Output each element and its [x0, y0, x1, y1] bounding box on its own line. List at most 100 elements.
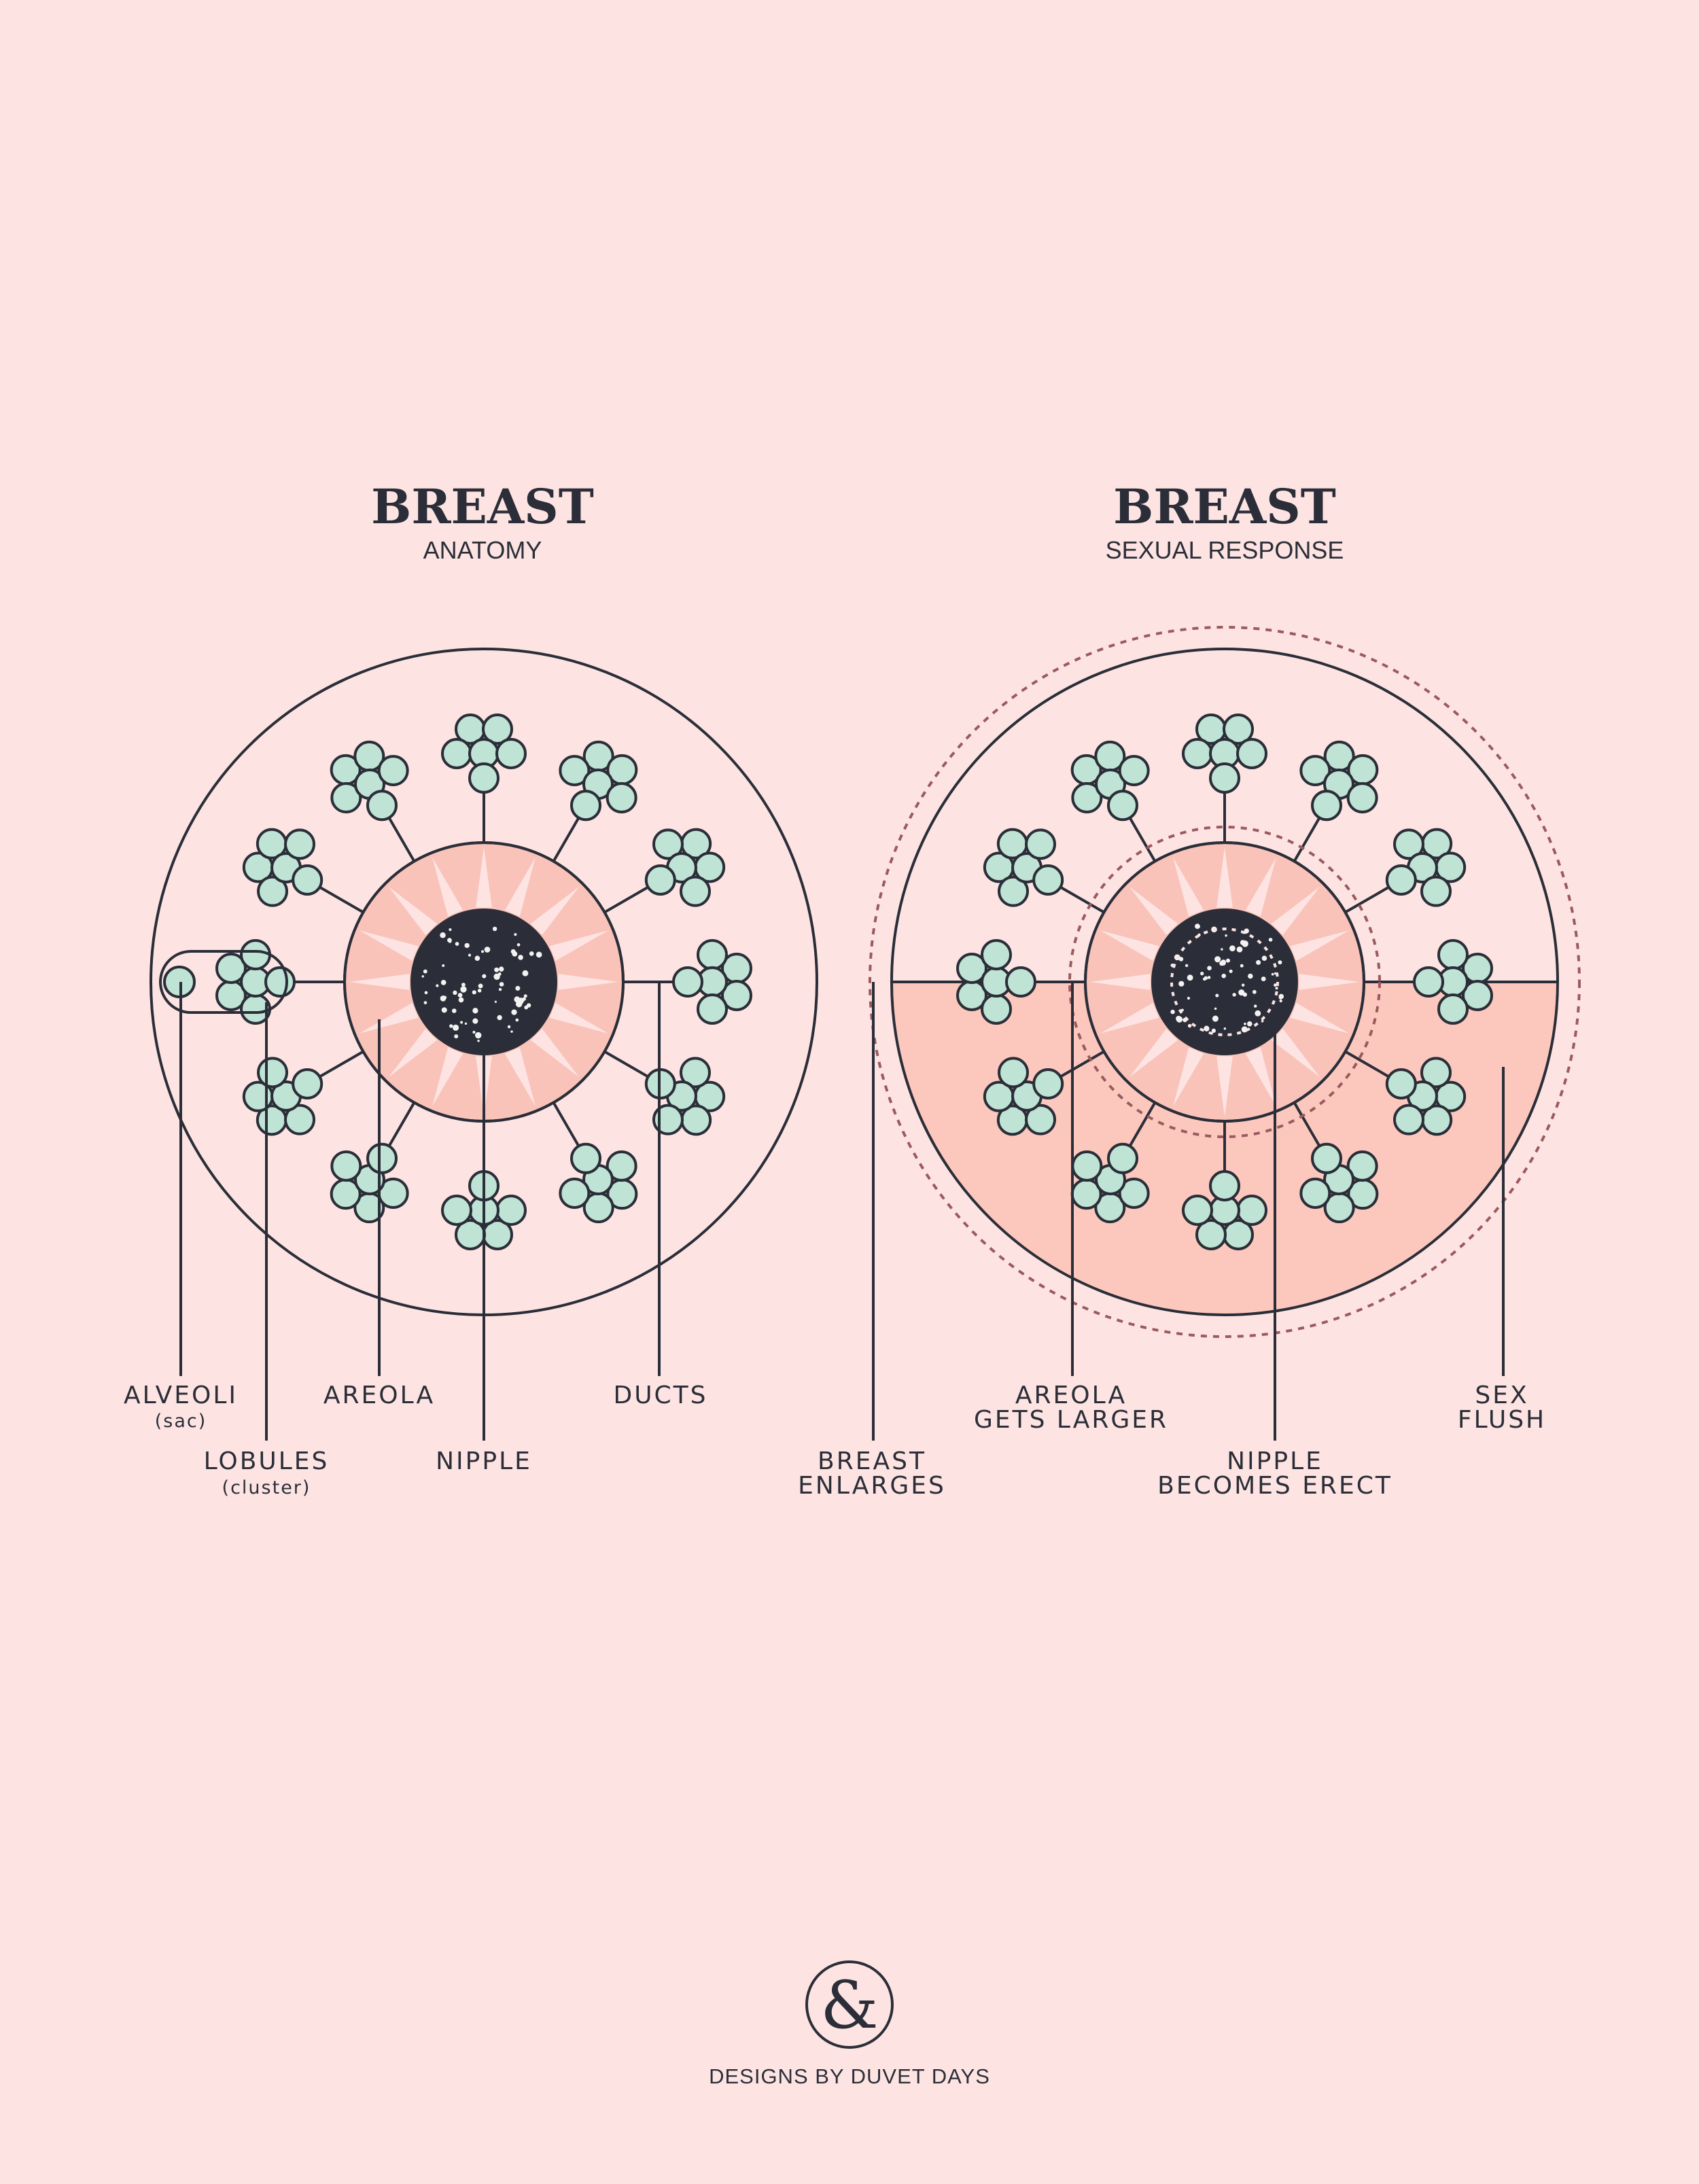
lobule-sac	[377, 755, 409, 787]
lobule-sac	[1299, 1177, 1331, 1209]
areola-ray	[504, 858, 536, 917]
areola-ray	[530, 1028, 580, 1078]
lobule-sac	[1032, 864, 1064, 896]
nipple-speck	[1185, 964, 1189, 968]
lobule-sac	[1311, 1142, 1342, 1174]
lobule-sac	[1005, 966, 1036, 998]
lobule-sac	[652, 1104, 684, 1135]
response-nipple-dots	[1170, 923, 1284, 1033]
response-enlarged-outline	[869, 626, 1581, 1338]
anatomy-subtitle: ANATOMY	[423, 536, 542, 564]
lobule-sac	[981, 993, 1012, 1025]
areola-ray	[1290, 1002, 1349, 1034]
nipple-speck	[510, 1030, 513, 1033]
lobule-sac	[559, 755, 591, 787]
nipple-speck	[1232, 993, 1236, 997]
nipple-speck	[472, 1008, 478, 1014]
lobule-sac	[292, 1068, 323, 1099]
nipple-speck	[440, 980, 446, 985]
nipple-speck	[443, 996, 447, 1000]
nipple-speck	[482, 974, 487, 979]
nipple-speck	[529, 951, 534, 956]
nipple-speck	[477, 1040, 480, 1042]
nipple-speck	[1170, 1009, 1175, 1015]
lobule-sac	[1025, 828, 1057, 860]
nipple-speck	[442, 964, 445, 967]
areola-ray	[1271, 1028, 1320, 1078]
areola-larger-label-line2: GETS LARGER	[974, 1406, 1168, 1434]
lobule-sac	[1025, 1104, 1057, 1135]
areola-ray	[388, 886, 438, 936]
nipple-speck	[1219, 961, 1225, 966]
nipple-speck	[448, 939, 452, 943]
areola-ray	[1100, 930, 1159, 962]
nipple-speck	[1246, 1021, 1253, 1027]
areola-ray	[1129, 886, 1178, 936]
response-nipple-erect-ring	[1170, 928, 1279, 1036]
nipple-speck	[1242, 940, 1248, 947]
nipple-speck	[436, 984, 439, 987]
nipple-speck	[522, 970, 529, 976]
nipple-erect-label-line1: NIPPLE	[1227, 1447, 1323, 1475]
areola-ray	[549, 930, 608, 962]
response-subtitle: SEXUAL RESPONSE	[1106, 536, 1344, 564]
lobule-sac	[1346, 782, 1378, 814]
lobule-sac	[1195, 1219, 1227, 1250]
logo-glyph: &	[820, 1967, 878, 2043]
nipple-speck	[497, 972, 502, 976]
lobule-sac	[1107, 1142, 1138, 1174]
areola-ray	[1173, 858, 1204, 917]
nipple-speck	[1187, 1023, 1192, 1028]
nipple-speck	[464, 1022, 468, 1025]
nipple-speck	[518, 955, 523, 960]
nipple-speck	[1212, 1015, 1219, 1022]
nipple-speck	[441, 1007, 447, 1013]
nipple-speck	[464, 943, 470, 949]
lobule-sac	[1182, 1195, 1213, 1226]
lobule-sac	[441, 738, 472, 769]
nipple-speck	[1215, 993, 1219, 998]
lobule-sac	[721, 980, 752, 1011]
areola-larger-label-line1: AREOLA	[1015, 1381, 1127, 1409]
nipple-speck	[498, 987, 502, 991]
nipple-speck	[475, 1032, 482, 1039]
nipple-speck	[1176, 1016, 1183, 1023]
nipple-speck	[492, 926, 497, 932]
lobule-sac	[366, 790, 398, 822]
lobule-sac	[366, 1142, 398, 1174]
nipple-speck	[497, 1015, 502, 1021]
lobule-sac	[1413, 966, 1444, 998]
lobule-sac	[1437, 939, 1469, 970]
areola-ray	[1100, 1002, 1159, 1034]
sex-flush-label-line1: SEX	[1475, 1381, 1528, 1409]
nipple-speck	[511, 1009, 517, 1015]
lobule-sac	[1393, 1104, 1424, 1135]
areola-ray	[476, 847, 492, 908]
anatomy-areola-rays	[349, 847, 618, 1116]
nipple-speck	[515, 985, 521, 991]
nipple-speck	[1214, 956, 1221, 963]
lobule-sac	[284, 828, 316, 860]
ducts-label: DUCTS	[613, 1381, 707, 1409]
lobule-sac	[264, 966, 296, 998]
sex-flush-label-line2: FLUSH	[1458, 1406, 1546, 1434]
lobule-sac	[1107, 790, 1138, 822]
nipple-speck	[1261, 1019, 1264, 1023]
nipple-speck	[499, 982, 504, 987]
areola-label: AREOLA	[323, 1381, 435, 1409]
areola-ray	[1290, 930, 1349, 962]
lobules-label: LOBULES	[204, 1447, 330, 1475]
nipple-speck	[512, 951, 518, 957]
lobule-sac	[981, 939, 1012, 970]
lobule-sac	[1420, 1057, 1452, 1089]
response-areola-rays	[1090, 847, 1359, 1116]
nipple-speck	[1275, 987, 1278, 990]
lobule-sac	[284, 1104, 316, 1135]
lobule-sac	[1393, 828, 1424, 860]
areola-ray	[549, 1002, 608, 1034]
nipple-speck	[451, 1008, 457, 1013]
nipple-speck	[423, 969, 427, 974]
lobule-sac	[215, 953, 247, 984]
nipple-speck	[1178, 981, 1185, 987]
breast-enlarges-label-line1: BREAST	[818, 1447, 926, 1475]
